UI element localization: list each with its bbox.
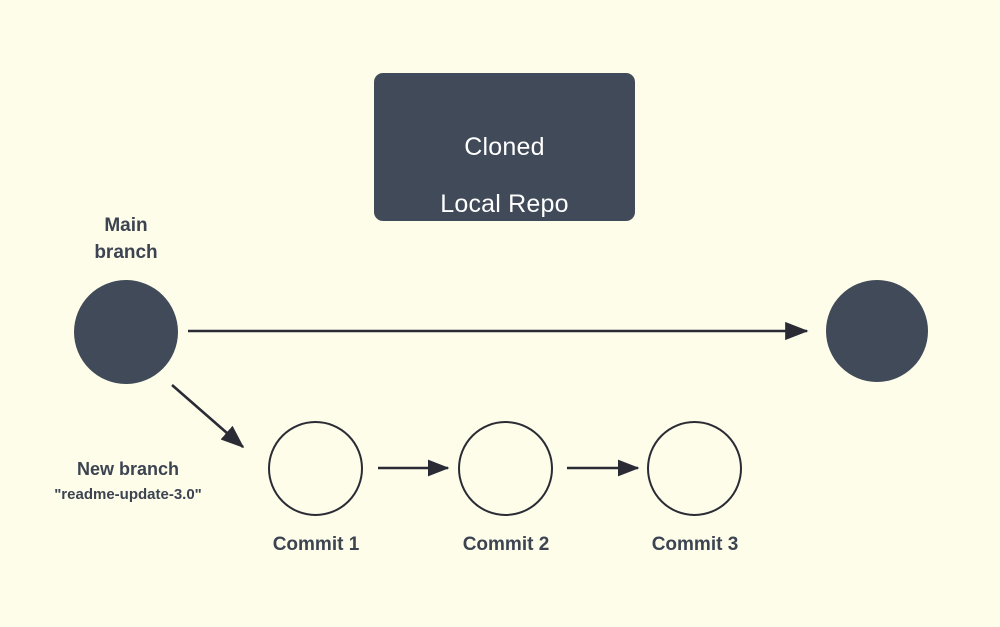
commit-node-3[interactable] — [647, 421, 742, 516]
commit-label-3: Commit 3 — [651, 534, 739, 555]
cloned-local-repo-box: Cloned — [374, 73, 635, 221]
new-branch-label: New branch — [76, 459, 180, 479]
commit-node-1[interactable] — [268, 421, 363, 516]
commit-label-1: Commit 1 — [272, 534, 360, 555]
commit-label-2: Commit 2 — [462, 534, 550, 555]
new-branch-name-label: "readme-update-3.0" — [54, 486, 202, 503]
main-to-new-branch-arrow — [171, 384, 245, 449]
remote-main-node[interactable] — [826, 280, 928, 382]
cloned-local-repo-line-1: Cloned — [464, 132, 545, 161]
main-branch-label: Main branch — [94, 215, 158, 263]
commit-node-2[interactable] — [458, 421, 553, 516]
main-branch-node[interactable] — [74, 280, 178, 384]
